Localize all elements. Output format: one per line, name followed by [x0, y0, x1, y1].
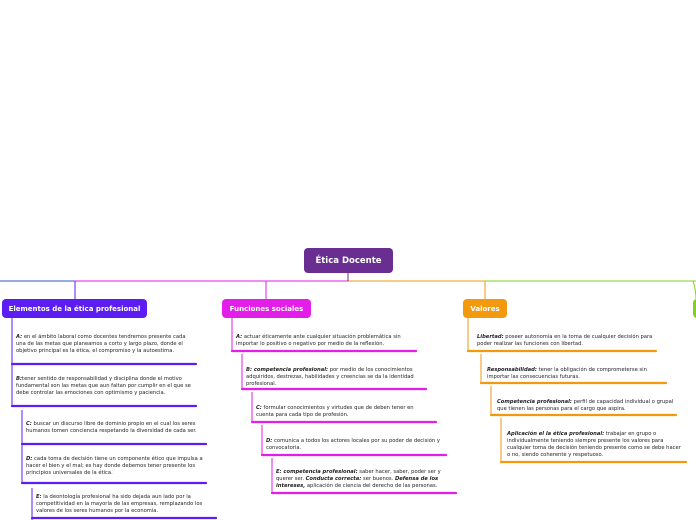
topic-elementos-etica[interactable]: Elementos de la ética profesional	[2, 299, 147, 318]
elementos-item[interactable]: A: en el ámbito laboral como docentes te…	[16, 334, 186, 354]
elementos-item[interactable]: E: la deontología profesional ha sido de…	[36, 494, 203, 514]
topic-funciones-sociales[interactable]: Funciones sociales	[222, 299, 311, 318]
funciones-item[interactable]: C: formular conocimientos y virtudes que…	[256, 405, 414, 418]
topic-offscreen[interactable]	[693, 299, 696, 318]
valores-item[interactable]: Competencia profesional: perfil de capac…	[497, 399, 674, 412]
funciones-item[interactable]: A: actuar éticamente ante cualquier situ…	[236, 334, 401, 347]
valores-item[interactable]: Responsabilidad: tener la obligación de …	[487, 367, 647, 380]
topic-valores[interactable]: Valores	[463, 299, 507, 318]
elementos-item[interactable]: B:tener sentido de responsabilidad y dis…	[16, 376, 191, 396]
funciones-item[interactable]: E: competencia profesional: saber hacer,…	[276, 469, 441, 489]
elementos-item[interactable]: D: cada toma de decisión tiene un compon…	[26, 456, 203, 476]
funciones-item[interactable]: B: competencia profesional: por medio de…	[246, 367, 414, 387]
central-topic[interactable]: Ética Docente	[304, 248, 393, 273]
valores-item[interactable]: Aplicación el la ética profesional: trab…	[507, 431, 681, 458]
funciones-item[interactable]: D: comunica a todos los actores locales …	[266, 438, 440, 451]
elementos-item[interactable]: C: buscar un discurso libre de dominio p…	[26, 421, 197, 434]
valores-item[interactable]: Libertad: poseer autonomía en la toma de…	[477, 334, 653, 347]
